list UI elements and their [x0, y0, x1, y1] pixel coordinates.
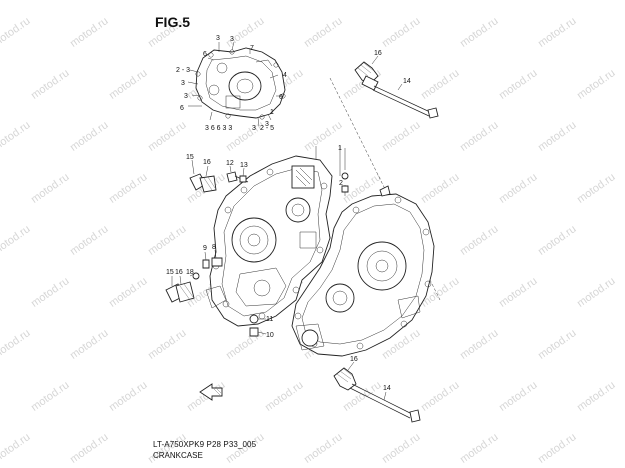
callout-15: 15: [186, 154, 194, 161]
callout-13: 13: [240, 162, 248, 169]
callout-16: 16: [350, 356, 358, 363]
callout-3: 3: [252, 125, 256, 132]
callout-16: 16: [203, 159, 211, 166]
callout-2-3: 2 - 3: [176, 67, 190, 74]
crankcase-right-half: [291, 185, 435, 357]
callout-16: 16: [374, 50, 382, 57]
figure-title: FIG.5: [155, 14, 191, 30]
callout-12: 12: [226, 160, 234, 167]
drawing-code: LT-A750XPK9 P28 P33_005: [153, 440, 257, 449]
callout-3: 3: [184, 93, 188, 100]
callout-1: 1: [270, 109, 274, 116]
front-direction-arrow-icon: [199, 383, 223, 401]
crankcase-bolt-upper: [354, 55, 439, 119]
callout-15: 15: [166, 269, 174, 276]
callout-6: 6: [279, 94, 283, 101]
callout-6: 6: [203, 51, 207, 58]
callout-3: 3: [216, 35, 220, 42]
callout-6: 6: [180, 105, 184, 112]
crankcase-bolt-lower: [333, 361, 421, 423]
fittings-lower-left: [165, 249, 223, 303]
oil-pump-callouts: 3 3 7 6 2 - 3 3 3 6 4 6 3 1 3 6 6 3 3 3 …: [176, 35, 287, 132]
callout-1: 1: [338, 145, 342, 152]
callout-2: 2: [339, 180, 343, 187]
callout-10: 10: [266, 332, 274, 339]
callout-8: 8: [212, 244, 216, 251]
callout-9: 9: [203, 245, 207, 252]
callout-2-5: 2 - 5: [260, 125, 274, 132]
callout-7: 7: [250, 45, 254, 52]
callout-4: 4: [283, 72, 287, 79]
callout-14: 14: [383, 385, 391, 392]
callout-18: 18: [186, 269, 194, 276]
callout-14: 14: [403, 78, 411, 85]
callout-16: 16: [175, 269, 183, 276]
section-title: CRANKCASE: [153, 451, 203, 460]
crankcase-left-half: [205, 155, 333, 327]
callout-3-6-6-3-3: 3 6 6 3 3: [205, 125, 232, 132]
oil-pump-cover-assembly: [187, 41, 286, 127]
fittings-11-10: [249, 314, 267, 337]
fittings-upper-left: [189, 159, 249, 193]
callout-3: 3: [181, 80, 185, 87]
callout-3: 3: [230, 36, 234, 43]
callout-3: 3: [265, 121, 269, 128]
callout-11: 11: [266, 316, 273, 323]
